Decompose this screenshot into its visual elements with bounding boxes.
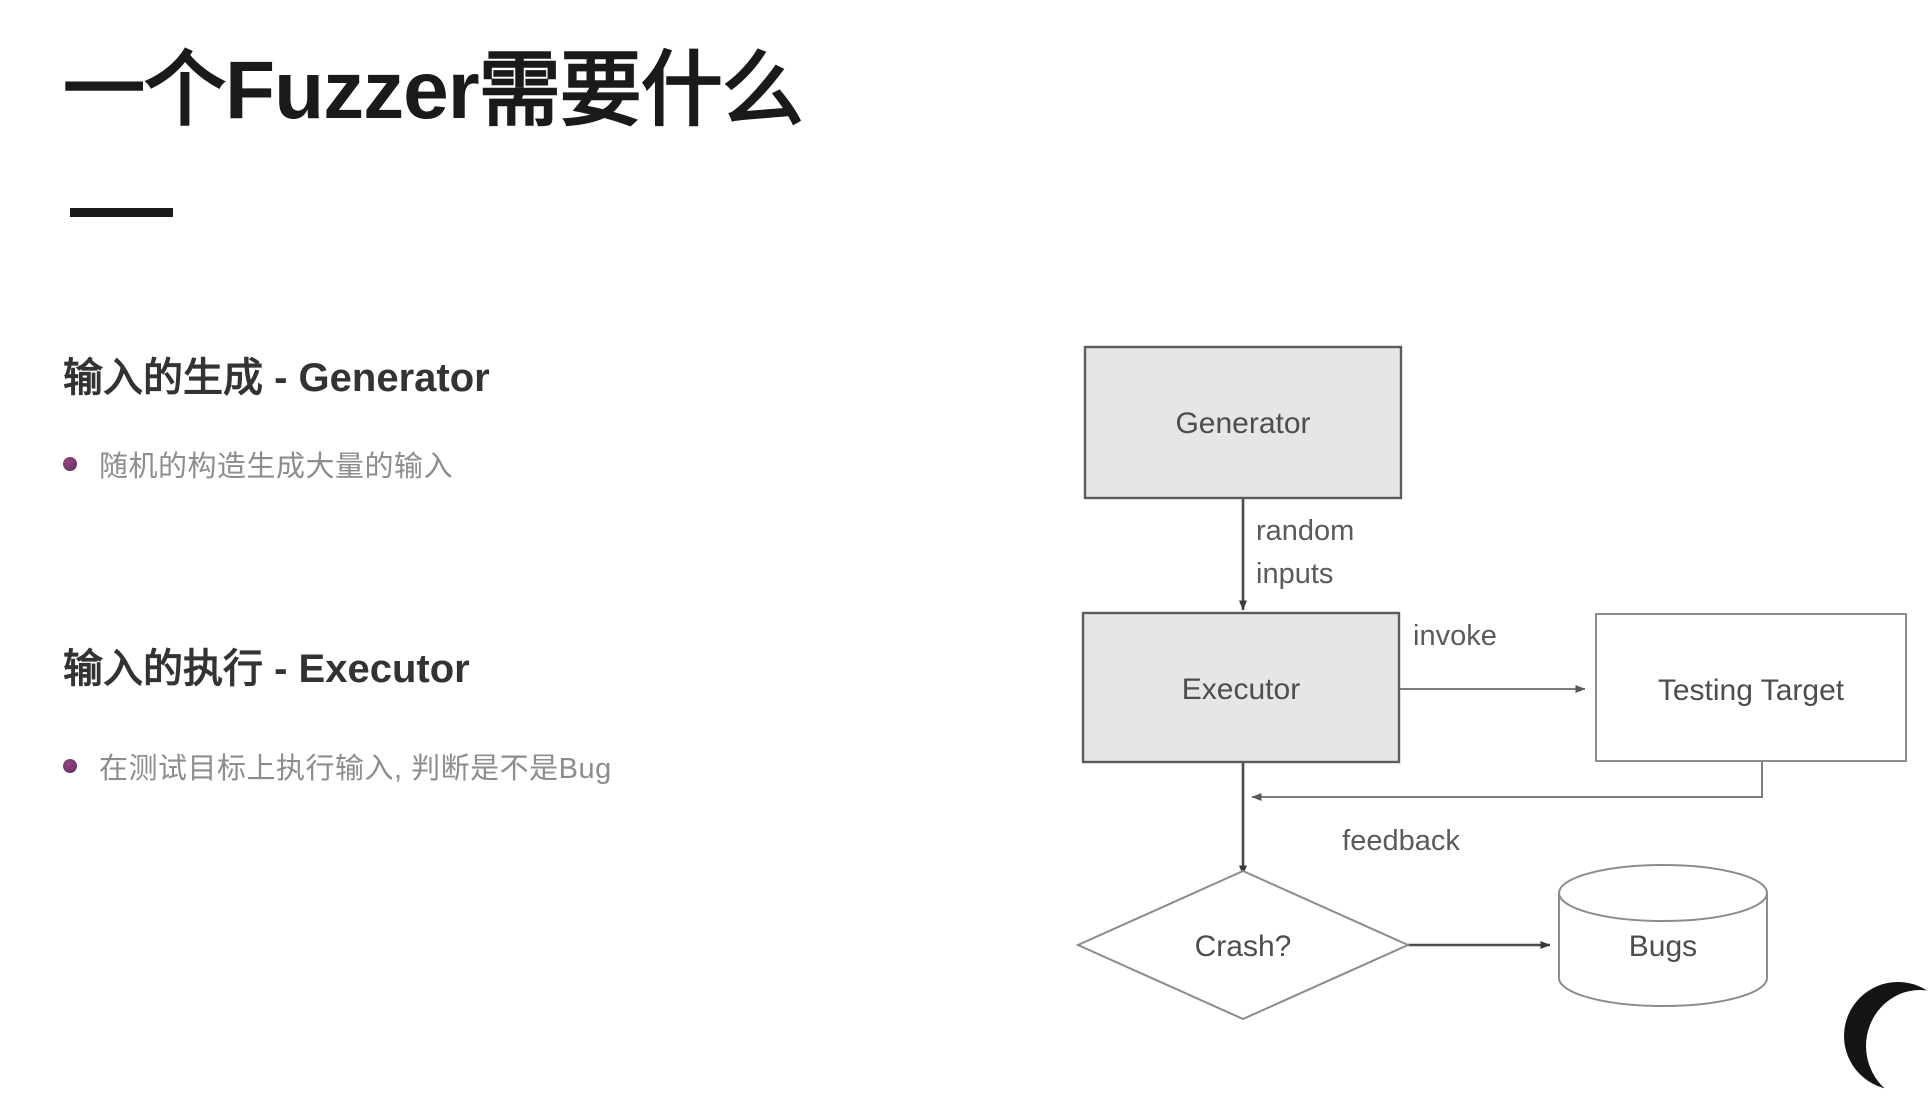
bullet-dot-icon [63,457,77,471]
node-label-crash: Crash? [1195,930,1292,963]
slide-canvas: 一个Fuzzer需要什么 输入的生成 - Generator 随机的构造生成大量… [63,45,1930,1090]
bullet-text: 随机的构造生成大量的输入 [99,451,454,483]
node-label-generator: Generator [1175,407,1310,440]
edge-executor-to-testing-target: invoke [1398,620,1586,693]
node-label-testing-target: Testing Target [1658,674,1845,707]
edge-label-feedback: feedback [1342,825,1460,857]
bullet-dot-icon [63,759,77,773]
node-label-bugs: Bugs [1629,930,1697,963]
edge-generator-to-executor: random inputs [1239,498,1354,611]
title-underline-rule [70,208,173,217]
node-crash[interactable]: Crash? [1075,869,1411,1021]
edge-testing-target-to-executor-feedback: feedback [1251,761,1763,857]
section-heading-executor: 输入的执行 - Executor [63,647,470,691]
node-shape-rectangle [1081,611,1401,764]
fuzzer-flowchart-diagram: random inputs invoke feedback [1040,300,1930,1060]
node-bugs[interactable]: Bugs [1558,864,1768,1007]
node-shape-rectangle [1083,345,1403,500]
node-shape-cylinder-body [1558,892,1768,1007]
list-item: 随机的构造生成大量的输入 [63,443,453,485]
node-shape-rectangle [1595,613,1907,762]
page-title: 一个Fuzzer需要什么 [63,45,804,136]
node-shape-cylinder-top [1558,864,1768,922]
edge-label-inputs: inputs [1256,558,1333,590]
node-generator[interactable]: Generator [1083,345,1403,500]
flowchart-svg: random inputs invoke feedback [1075,345,1907,1021]
node-testing-target[interactable]: Testing Target [1595,613,1907,762]
edge-label-invoke: invoke [1413,620,1497,652]
node-executor[interactable]: Executor [1081,611,1401,764]
node-shape-diamond [1075,869,1411,1021]
list-item: 在测试目标上执行输入, 判断是不是Bug [63,745,612,787]
bullet-text: 在测试目标上执行输入, 判断是不是Bug [99,753,612,785]
slide-text-column: 一个Fuzzer需要什么 输入的生成 - Generator 随机的构造生成大量… [63,45,804,787]
edge-line [1251,761,1763,801]
edge-label-random: random [1256,515,1354,547]
section-heading-generator: 输入的生成 - Generator [63,356,490,400]
node-label-executor: Executor [1182,673,1300,706]
